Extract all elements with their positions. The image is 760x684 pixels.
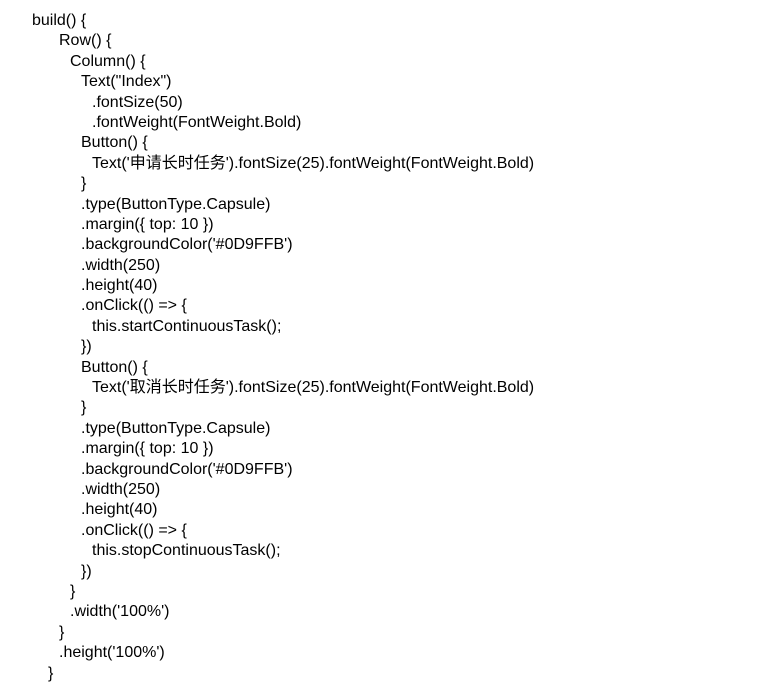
code-text: }: [81, 175, 87, 193]
code-text: }): [81, 338, 92, 356]
code-text: .height('100%'): [59, 644, 165, 662]
code-line: .onClick(() => {: [0, 296, 760, 316]
code-text: .width(250): [81, 480, 161, 498]
code-line: }: [0, 582, 760, 602]
code-text: .width('100%'): [70, 603, 170, 621]
code-line: .margin({ top: 10 }): [0, 215, 760, 235]
code-text: Text('申请长时任务').fontSize(25).fontWeight(F…: [92, 154, 535, 172]
code-line: Button() {: [0, 133, 760, 153]
code-text: .type(ButtonType.Capsule): [81, 419, 271, 437]
code-text: }: [70, 582, 76, 600]
code-line: .type(ButtonType.Capsule): [0, 195, 760, 215]
code-block: build() { Row() { Column() { Text("Index…: [0, 11, 760, 684]
code-line: }): [0, 562, 760, 582]
code-line: .fontWeight(FontWeight.Bold): [0, 113, 760, 133]
code-text: this.startContinuousTask();: [92, 317, 282, 335]
code-text: Button() {: [81, 358, 148, 376]
code-line: Column() {: [0, 52, 760, 72]
code-text: .width(250): [81, 256, 161, 274]
code-line: .height(40): [0, 500, 760, 520]
code-text: this.stopContinuousTask();: [92, 542, 281, 560]
code-line: this.stopContinuousTask();: [0, 541, 760, 561]
code-text: .backgroundColor('#0D9FFB'): [81, 236, 293, 254]
code-line: Text('取消长时任务').fontSize(25).fontWeight(F…: [0, 378, 760, 398]
code-line: .width(250): [0, 256, 760, 276]
code-text: build() {: [32, 12, 87, 29]
code-text: Text("Index"): [81, 73, 172, 91]
code-line: }): [0, 337, 760, 357]
code-line: .fontSize(50): [0, 93, 760, 113]
code-text: .margin({ top: 10 }): [81, 440, 214, 458]
code-line: .backgroundColor('#0D9FFB'): [0, 235, 760, 255]
code-text: .height(40): [81, 277, 158, 295]
code-text: }: [59, 623, 65, 641]
code-line: .height(40): [0, 276, 760, 296]
code-line: build() {: [0, 11, 760, 31]
code-line: }: [0, 398, 760, 418]
code-line: Button() {: [0, 358, 760, 378]
code-text: .onClick(() => {: [81, 521, 187, 539]
code-text: .height(40): [81, 501, 158, 519]
code-line: Text("Index"): [0, 72, 760, 92]
code-line: .onClick(() => {: [0, 521, 760, 541]
code-line: .height('100%'): [0, 643, 760, 663]
code-line: .width(250): [0, 480, 760, 500]
code-text: Column() {: [70, 52, 146, 70]
code-line: Text('申请长时任务').fontSize(25).fontWeight(F…: [0, 154, 760, 174]
code-text: }: [48, 664, 54, 682]
code-text: .fontWeight(FontWeight.Bold): [92, 113, 302, 131]
code-line: .width('100%'): [0, 602, 760, 622]
code-text: .type(ButtonType.Capsule): [81, 195, 271, 213]
code-text: .fontSize(50): [92, 93, 183, 111]
code-line: .type(ButtonType.Capsule): [0, 419, 760, 439]
code-line: .margin({ top: 10 }): [0, 439, 760, 459]
code-line: this.startContinuousTask();: [0, 317, 760, 337]
code-text: }): [81, 562, 92, 580]
code-text: Button() {: [81, 134, 148, 152]
code-text: .backgroundColor('#0D9FFB'): [81, 460, 293, 478]
code-text: Row() {: [59, 32, 112, 50]
code-line: Row() {: [0, 31, 760, 51]
code-line: }: [0, 664, 760, 684]
code-text: Text('取消长时任务').fontSize(25).fontWeight(F…: [92, 379, 535, 397]
code-text: .onClick(() => {: [81, 297, 187, 315]
code-line: }: [0, 174, 760, 194]
code-line: }: [0, 623, 760, 643]
code-text: }: [81, 399, 87, 417]
code-line: .backgroundColor('#0D9FFB'): [0, 460, 760, 480]
code-text: .margin({ top: 10 }): [81, 215, 214, 233]
